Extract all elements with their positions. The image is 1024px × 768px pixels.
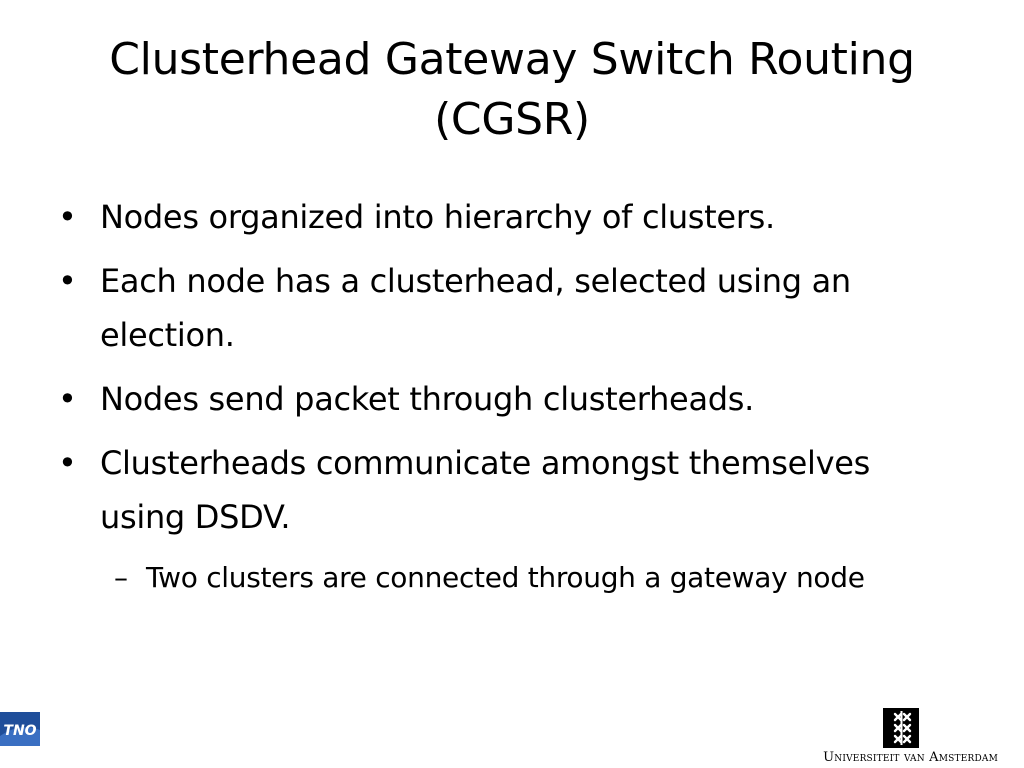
bullet-text: Nodes organized into hierarchy of cluste… [100,198,775,236]
bullet-list: • Nodes organized into hierarchy of clus… [58,190,958,602]
bullet-text: Clusterheads communicate amongst themsel… [100,444,871,536]
bullet-glyph: • [58,198,77,236]
uva-crest-icon [883,708,919,748]
bullet-glyph: • [58,262,77,300]
sub-bullet-text: Two clusters are connected through a gat… [146,561,865,594]
bullet-item: • Nodes send packet through clusterheads… [58,372,940,426]
sub-bullet-glyph: – [114,561,128,594]
bullet-item: • Clusterheads communicate amongst thems… [58,436,940,544]
bullet-text: Each node has a clusterhead, selected us… [100,262,851,354]
bullet-item: • Nodes organized into hierarchy of clus… [58,190,940,244]
svg-text:TNO: TNO [3,723,36,739]
tno-logo-icon: TNO [0,712,40,746]
bullet-text: Nodes send packet through clusterheads. [100,380,755,418]
university-name: Universiteit van Amsterdam [823,750,998,765]
bullet-glyph: • [58,380,77,418]
bullet-item: • Each node has a clusterhead, selected … [58,254,940,362]
sub-bullet-item: – Two clusters are connected through a g… [58,554,906,602]
bullet-glyph: • [58,444,77,482]
slide-title: Clusterhead Gateway Switch Routing (CGSR… [109,34,915,145]
